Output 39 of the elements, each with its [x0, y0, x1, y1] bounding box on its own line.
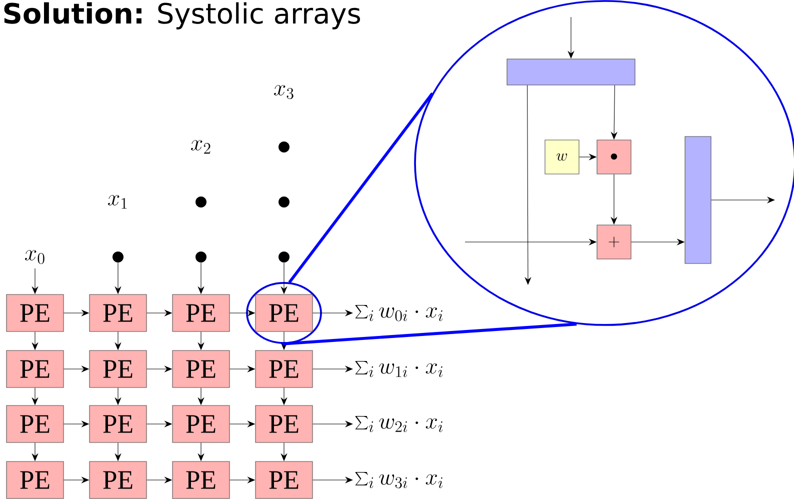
- zoom-ellipse: [246, 282, 322, 344]
- pe-box: PE: [6, 350, 64, 388]
- pe-box: PE: [6, 405, 64, 443]
- zoom-line: [288, 92, 434, 284]
- pe-box: PE: [172, 461, 230, 499]
- input-label: $x_0$: [25, 250, 44, 264]
- output-formula: $\sum_i w_{0i} \cdot x_i$: [355, 305, 442, 322]
- input-label: $x_1$: [108, 195, 127, 209]
- pe-box: PE: [89, 294, 147, 332]
- title: Solution: Systolic arrays: [4, 2, 360, 30]
- pe-box: PE: [6, 294, 64, 332]
- pe-box: PE: [255, 405, 313, 443]
- register-bar: [506, 58, 636, 86]
- pe-box: PE: [255, 294, 313, 332]
- input-label: $x_2$: [191, 140, 210, 154]
- output-formula: $\sum_i w_{3i} \cdot x_i$: [355, 472, 442, 488]
- multiplier-box: $\bullet$: [596, 140, 632, 174]
- output-formula: $\sum_i w_{1i} \cdot x_i$: [355, 361, 442, 378]
- pe-box: PE: [89, 461, 147, 499]
- pe-box: PE: [255, 350, 313, 388]
- pe-box: PE: [172, 405, 230, 443]
- pe-box: PE: [172, 294, 230, 332]
- adder-box: $+$: [596, 224, 632, 260]
- pe-box: PE: [89, 350, 147, 388]
- data-dot: [196, 252, 206, 262]
- register-bar: [684, 136, 712, 264]
- pe-box: PE: [6, 461, 64, 499]
- pe-box: PE: [172, 350, 230, 388]
- data-dot: [278, 196, 290, 208]
- pe-box: PE: [89, 405, 147, 443]
- data-dot: [112, 252, 124, 262]
- data-dot: [278, 252, 290, 262]
- weight-box: $w$: [544, 140, 580, 174]
- data-dot: [278, 142, 290, 152]
- pe-box: PE: [255, 461, 313, 499]
- zoom-line: [282, 322, 577, 346]
- input-label: $x_3$: [274, 85, 294, 100]
- data-dot: [196, 196, 206, 208]
- output-formula: $\sum_i w_{2i} \cdot x_i$: [355, 416, 442, 432]
